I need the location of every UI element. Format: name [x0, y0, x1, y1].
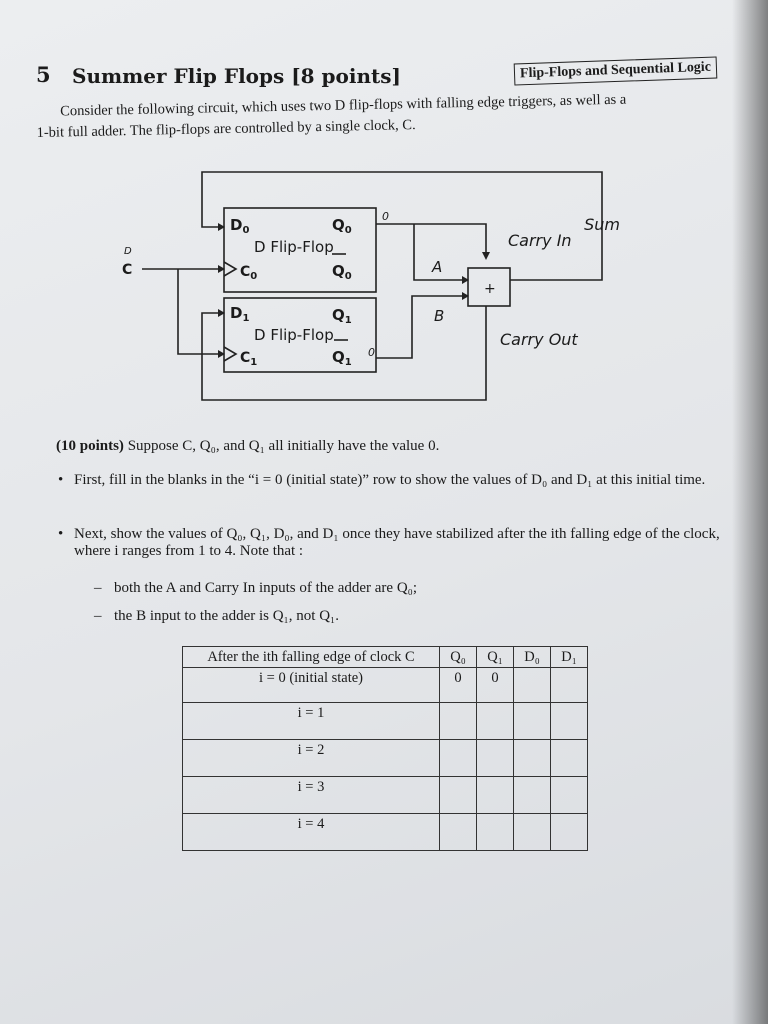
clock-input-label: C [122, 262, 132, 278]
flip-flop-1-box [223, 297, 377, 373]
cell-q0[interactable]: 0 [439, 667, 477, 703]
intro-paragraph: Consider the following circuit, which us… [36, 87, 757, 144]
cell-q0[interactable] [439, 776, 477, 814]
cell-d1[interactable] [550, 702, 588, 740]
table-row: i = 4 [182, 813, 588, 851]
full-adder-box [467, 267, 511, 307]
cell-d0[interactable] [513, 813, 551, 851]
bullet-2: • Next, show the values of Q₀, Q₁, D₀, a… [56, 526, 746, 560]
bullet-2-text: Next, show the values of Q₀, Q₁, D₀, and… [74, 526, 720, 559]
table-row: i = 1 [182, 702, 588, 740]
sub-item-1-text: both the A and Carry In inputs of the ad… [114, 580, 418, 596]
table-row: i = 2 [182, 739, 588, 777]
question-prompt: Suppose C, Q₀, and Q₁ all initially have… [127, 438, 440, 454]
cell-q0[interactable] [439, 739, 477, 777]
header-q0: Q₀ [439, 646, 477, 668]
header-q1: Q₁ [476, 646, 514, 668]
row-label: i = 0 (initial state) [182, 667, 440, 703]
circuit-diagram: D0 Q0 D Flip-Flop C0 Q0 D1 Q1 D Flip-Flo… [122, 171, 620, 401]
flip-flop-0-box [223, 207, 377, 293]
ff1-name: D Flip-Flop [254, 326, 334, 344]
ff0-q-label: Q0 [332, 216, 352, 236]
sum-label: Sum [584, 215, 620, 234]
cell-q0[interactable] [439, 813, 477, 851]
table-row: i = 3 [182, 776, 588, 814]
topic-badge: Flip-Flops and Sequential Logic [513, 56, 718, 86]
ff1-clock-label: C1 [240, 350, 257, 368]
header-clock-edge: After the ith falling edge of clock C [182, 646, 440, 668]
ff1-q-label: Q1 [332, 306, 352, 326]
ff1-qbar-label: Q1 [332, 348, 352, 368]
section-title: Summer Flip Flops [8 points] [72, 64, 401, 88]
section-number: 5 [36, 62, 51, 87]
cell-d0[interactable] [513, 776, 551, 814]
question-points: (10 points) [56, 438, 124, 454]
question-prompt-line: (10 points) Suppose C, Q₀, and Q₁ all in… [56, 436, 746, 456]
dash-marker: – [94, 580, 102, 596]
row-label: i = 3 [182, 776, 440, 814]
ff0-clock-label: C0 [240, 264, 257, 282]
sub-item-1: – both the A and Carry In inputs of the … [94, 580, 714, 597]
cell-q0[interactable] [439, 702, 477, 740]
cell-q1[interactable] [476, 739, 514, 777]
dash-marker: – [94, 608, 102, 624]
row-label: i = 2 [182, 739, 440, 777]
cell-d0[interactable] [513, 702, 551, 740]
cell-q1[interactable] [476, 702, 514, 740]
cell-d0[interactable] [513, 739, 551, 777]
cell-d1[interactable] [550, 776, 588, 814]
adder-input-b-label: B [434, 307, 444, 325]
cell-d1[interactable] [550, 667, 588, 703]
carry-in-label: Carry In [508, 231, 572, 250]
sub-item-2-text: the B input to the adder is Q₁, not Q₁. [114, 608, 340, 624]
bullet-dot: • [58, 526, 64, 542]
cell-d0[interactable] [513, 667, 551, 703]
bullet-dot: • [58, 472, 64, 488]
handwritten-q1bar-value: 0 [368, 346, 375, 359]
header-d0: D₀ [513, 646, 551, 668]
sub-item-2: – the B input to the adder is Q₁, not Q₁… [94, 608, 714, 625]
cell-q1[interactable]: 0 [476, 667, 514, 703]
ff0-d-label: D0 [230, 216, 249, 236]
table-header-row: After the ith falling edge of clock C Q₀… [182, 646, 588, 668]
adder-input-a-label: A [431, 258, 442, 276]
adder-plus-symbol: + [484, 281, 496, 297]
header-d1: D₁ [550, 646, 588, 668]
handwritten-q0-value: 0 [382, 210, 389, 223]
carry-out-label: Carry Out [500, 330, 578, 349]
cell-q1[interactable] [476, 776, 514, 814]
handwritten-d-note: D [124, 246, 132, 257]
table-row: i = 0 (initial state) 0 0 [182, 667, 588, 703]
cell-q1[interactable] [476, 813, 514, 851]
bullet-1: • First, fill in the blanks in the “i = … [56, 472, 746, 489]
row-label: i = 4 [182, 813, 440, 851]
bullet-1-text: First, fill in the blanks in the “i = 0 … [74, 472, 706, 488]
ff1-d-label: D1 [230, 304, 249, 324]
page-edge-shadow [732, 0, 768, 1024]
cell-d1[interactable] [550, 813, 588, 851]
ff0-qbar-label: Q0 [332, 262, 352, 282]
ff0-name: D Flip-Flop [254, 238, 334, 256]
row-label: i = 1 [182, 702, 440, 740]
cell-d1[interactable] [550, 739, 588, 777]
answer-table: After the ith falling edge of clock C Q₀… [182, 646, 588, 851]
